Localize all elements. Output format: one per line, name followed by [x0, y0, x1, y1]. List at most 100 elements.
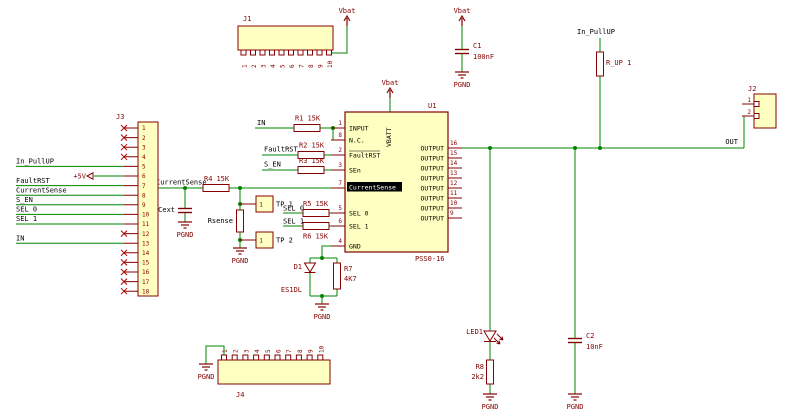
p5v-symbol[interactable]: +5V — [73, 171, 94, 181]
j2-ref[interactable]: J2 — [748, 85, 756, 93]
cext-ref[interactable]: Cext — [158, 206, 175, 214]
pgnd-label[interactable]: PGND — [482, 403, 499, 411]
diode-d1[interactable]: D1 ES1DL — [281, 262, 317, 294]
net-label-in[interactable]: IN — [257, 119, 265, 127]
p5v-label[interactable]: +5V — [73, 173, 86, 181]
rsense-body — [236, 209, 244, 233]
pgnd-symbol-d1[interactable]: PGND — [314, 303, 331, 321]
resistor-r-up[interactable]: R_UP 1 — [596, 51, 632, 77]
connector-j1[interactable]: J1 1 2 3 4 5 6 7 8 9 10 — [237, 15, 334, 68]
pgnd-symbol-c2[interactable]: PGND — [567, 393, 584, 411]
connector-j3[interactable]: J3 1 2 3 4 5 6 7 8 9 10 11 12 13 14 15 1… — [116, 113, 159, 297]
tp1-ref[interactable]: TP 1 — [276, 201, 293, 209]
net-label-s-en[interactable]: S_EN — [264, 161, 281, 169]
c2-ref[interactable]: C2 — [586, 332, 594, 340]
pgnd-label[interactable]: PGND — [454, 81, 471, 89]
pgnd-symbol-j4[interactable]: PGND — [198, 363, 215, 381]
tp2-ref[interactable]: TP 2 — [276, 237, 293, 245]
led-led1[interactable]: LED1 — [466, 328, 504, 345]
net-label-in-pullup-top[interactable]: In_PullUP — [577, 28, 615, 36]
vbat-label[interactable]: Vbat — [382, 79, 399, 87]
resistor-rsense[interactable]: Rsense — [208, 209, 244, 233]
r8-value[interactable]: 2k2 — [471, 373, 484, 381]
capacitor-c1[interactable]: C1 100nF — [455, 42, 494, 61]
vbat-label[interactable]: Vbat — [454, 7, 471, 15]
u1-pin-name: OUTPUT — [421, 145, 445, 153]
u1-pin-name-highlighted[interactable]: CurrentSense — [349, 184, 396, 192]
connector-j4[interactable]: J4 1 2 3 4 5 6 7 8 9 10 — [217, 345, 331, 399]
u1-ref[interactable]: U1 — [428, 102, 436, 110]
d1-ref[interactable]: D1 — [294, 263, 302, 271]
pgnd-symbol-rsense[interactable]: PGND — [232, 247, 249, 265]
net-label-out[interactable]: OUT — [725, 138, 738, 146]
testpoint-tp1[interactable]: 1 TP 1 — [240, 195, 293, 213]
r7-value[interactable]: 4K7 — [344, 275, 357, 283]
vbat-arrow-icon — [458, 15, 466, 27]
resistor-r8[interactable]: R8 2k2 — [471, 359, 494, 385]
pgnd-label[interactable]: PGND — [314, 313, 331, 321]
j1-pin-number: 3 — [261, 64, 268, 68]
net-label-sel1[interactable]: SEL 1 — [283, 218, 304, 226]
net-label-currentsense-j3[interactable]: CurrentSense — [16, 186, 67, 194]
vbat-symbol-c1[interactable]: Vbat — [454, 7, 471, 27]
connector-j2[interactable]: J2 1 2 — [742, 85, 777, 129]
net-label-in-pullup[interactable]: In_PullUP — [16, 158, 54, 166]
j3-ref[interactable]: J3 — [116, 113, 124, 121]
led1-ref[interactable]: LED1 — [466, 328, 483, 336]
pgnd-label[interactable]: PGND — [232, 257, 249, 265]
vbat-symbol-j1[interactable]: Vbat — [339, 7, 356, 27]
c1-value[interactable]: 100nF — [473, 53, 494, 61]
net-label-sel0[interactable]: SEL 0 — [283, 205, 304, 213]
pgnd-symbol-c1[interactable]: PGND — [454, 71, 471, 89]
r-up-ref[interactable]: R_UP 1 — [606, 59, 631, 67]
pgnd-symbol-cext[interactable]: PGND — [177, 221, 194, 239]
u1-pin-number: 7 — [338, 180, 342, 187]
j3-pin-number: 9 — [142, 202, 146, 209]
capacitor-cext[interactable]: Cext — [158, 206, 192, 214]
d1-value[interactable]: ES1DL — [281, 286, 302, 294]
net-label-currentsense[interactable]: CurrentSense — [156, 179, 207, 187]
net-label-sel1-j3[interactable]: SEL 1 — [16, 215, 37, 223]
net-label-faultrst[interactable]: FaultRST — [264, 146, 299, 154]
r7-ref[interactable]: R7 — [344, 265, 352, 273]
ic-u1[interactable]: U1 PSS0-16 VBATT 1 8 2 3 7 5 6 4 INPUT N… — [331, 102, 462, 263]
j3-pin-number: 6 — [142, 173, 146, 180]
u1-value[interactable]: PSS0-16 — [415, 255, 445, 263]
j4-ref[interactable]: J4 — [236, 391, 244, 399]
c1-ref[interactable]: C1 — [473, 42, 481, 50]
testpoint-tp2[interactable]: 1 TP 2 — [240, 231, 293, 249]
u1-pin-name: OUTPUT — [421, 155, 445, 163]
j4-pin-number: 4 — [254, 349, 261, 353]
capacitor-c2[interactable]: C2 10nF — [568, 332, 603, 351]
u1-pin-number: 10 — [450, 200, 458, 207]
vbat-symbol-u1[interactable]: Vbat — [382, 79, 399, 99]
pgnd-label[interactable]: PGND — [177, 231, 194, 239]
resistor-r7[interactable]: R7 4K7 — [333, 262, 357, 290]
pgnd-symbol-led[interactable]: PGND — [482, 393, 499, 411]
net-label-faultrst-j3[interactable]: FaultRST — [16, 177, 51, 185]
net-label-s-en-j3[interactable]: S_EN — [16, 196, 33, 204]
net-label-in-j3[interactable]: IN — [16, 234, 24, 242]
j3-pin-number: 7 — [142, 183, 146, 190]
r8-ref[interactable]: R8 — [476, 363, 484, 371]
pgnd-label[interactable]: PGND — [567, 403, 584, 411]
vbat-label[interactable]: Vbat — [339, 7, 356, 15]
rsense-ref[interactable]: Rsense — [208, 217, 233, 225]
j1-ref[interactable]: J1 — [243, 15, 251, 23]
pgnd-label[interactable]: PGND — [198, 373, 215, 381]
net-label-sel0-j3[interactable]: SEL 0 — [16, 206, 37, 214]
c2-value[interactable]: 10nF — [586, 343, 603, 351]
